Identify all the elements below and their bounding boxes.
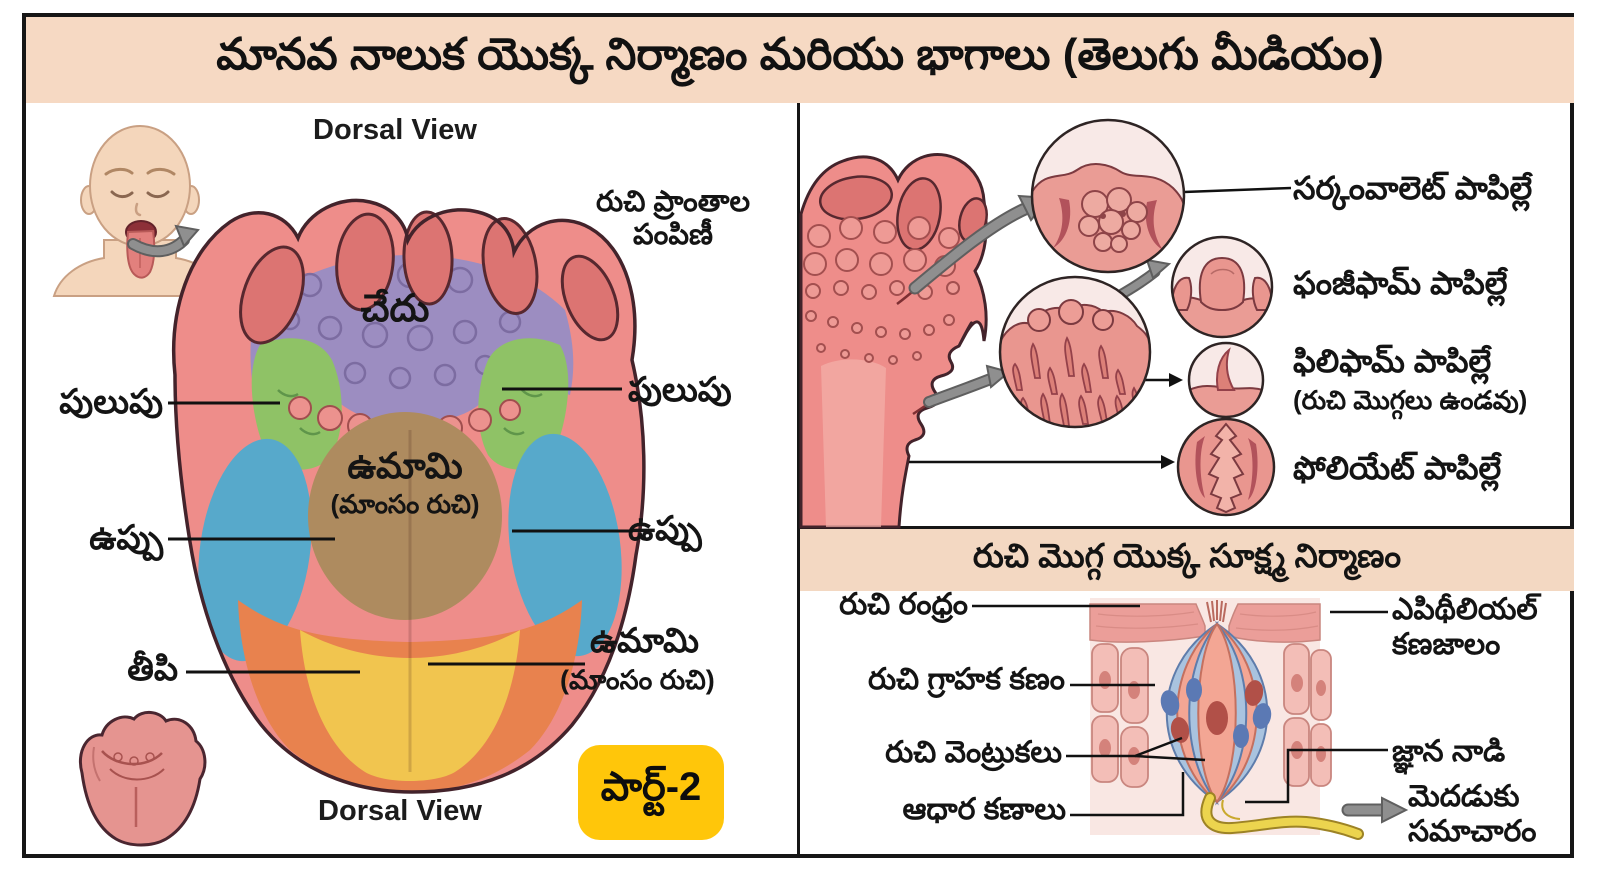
title-band: మానవ నాలుక యొక్క నిర్మాణం మరియు భాగాలు (… <box>26 17 1574 103</box>
part-badge-label: పార్ట్-2 <box>600 765 702 809</box>
sweet-label: తీపి <box>127 650 178 688</box>
filiform-inset <box>998 275 1152 429</box>
to-brain-label: మెదడుకు సమాచారం <box>1408 780 1537 848</box>
salt-right-label: ఉప్పు <box>628 510 702 548</box>
bitter-label: చేదు <box>360 288 430 330</box>
dorsal-view-top-label: Dorsal View <box>313 114 477 146</box>
sour-right-label: పులుపు <box>628 371 732 409</box>
filiform-sublabel: (రుచి మొగ్గలు ఉండవు) <box>1293 385 1528 415</box>
fungiform-inset <box>1170 235 1274 339</box>
taste-pore-label: రుచి రంధ్రం <box>839 588 968 621</box>
salt-region-left <box>198 438 312 662</box>
sweet-region <box>300 630 520 781</box>
sensory-nerve-label: జ్ఞాన నాడి <box>1392 735 1506 768</box>
taste-hairs-label: రుచి వెంట్రుకలు <box>885 736 1062 769</box>
foliate-inset <box>1176 417 1276 517</box>
part-badge: పార్ట్-2 <box>578 745 724 840</box>
arrow-to-filiform-inset <box>925 374 997 406</box>
distribution-note: రుచి ప్రాంతాల పంపిణీ <box>595 186 751 252</box>
umami-center-label: ఉమామి <box>347 445 463 486</box>
main-tongue-diagram <box>171 198 646 794</box>
umami-region <box>308 412 502 620</box>
dorsal-view-bottom-label: Dorsal View <box>318 795 482 827</box>
vertical-divider <box>797 103 800 854</box>
small-tongue-illustration <box>79 711 207 847</box>
closed-eye-left <box>110 190 134 199</box>
nerve-fiber <box>1202 794 1362 838</box>
epithelium-surface-right <box>1228 603 1321 643</box>
circumvallate-pointer-line <box>1183 186 1292 194</box>
tongue-outline <box>171 198 646 794</box>
circumvallate-label: సర్కంవాలెట్ పాపిల్లే <box>1293 170 1533 206</box>
eyebrow-left <box>104 167 134 176</box>
arrow-to-circumvallate <box>910 203 1032 293</box>
filiform-single-inset <box>1187 341 1265 419</box>
basal-cells-label: ఆధార కణాలు <box>902 793 1066 826</box>
eyebrow-right <box>146 167 176 176</box>
epithelial-tissue-label: ఎపిథీలియల్ కణజాలం <box>1392 593 1538 661</box>
closed-eye-right <box>146 190 170 199</box>
sour-marks <box>277 389 543 436</box>
side-tongue-papillae-dots <box>803 216 960 365</box>
page-title: మానవ నాలుక యొక్క నిర్మాణం మరియు భాగాలు (… <box>216 29 1384 79</box>
taste-hairs <box>1206 600 1227 623</box>
salt-left-label: ఉప్పు <box>89 519 163 557</box>
taste-bud-illustration <box>1089 598 1364 840</box>
foliate-label: ఫోలియేట్ పాపిల్లే <box>1293 450 1502 486</box>
umami-right-sublabel: (మాంసం రుచి) <box>560 665 715 695</box>
umami-center-sublabel: (మాంసం రుచి) <box>330 489 480 519</box>
filiform-label: ఫిలిఫామ్ పాపిల్లే <box>1293 343 1492 379</box>
epithelium-surface-left <box>1089 603 1206 643</box>
taste-bud-header-band: రుచి మొగ్గ యొక్క సూక్ష్మ నిర్మాణం <box>800 529 1574 591</box>
sour-left-label: పులుపు <box>59 383 163 421</box>
papillae-panel-graphics <box>799 118 1292 529</box>
receptor-cell-label: రుచి గ్రాహక కణం <box>867 663 1065 696</box>
salt-region-right <box>508 433 622 657</box>
horizontal-divider <box>800 526 1574 529</box>
posterior-lobe-ovals <box>239 210 620 345</box>
umami-right-label: ఉమామి <box>590 622 699 660</box>
fungiform-label: ఫంజీఫామ్ పాపిల్లే <box>1293 265 1508 301</box>
taste-bud-header: రుచి మొగ్గ యొక్క సూక్ష్మ నిర్మాణం <box>972 537 1402 574</box>
circumvallate-inset <box>1030 118 1186 274</box>
